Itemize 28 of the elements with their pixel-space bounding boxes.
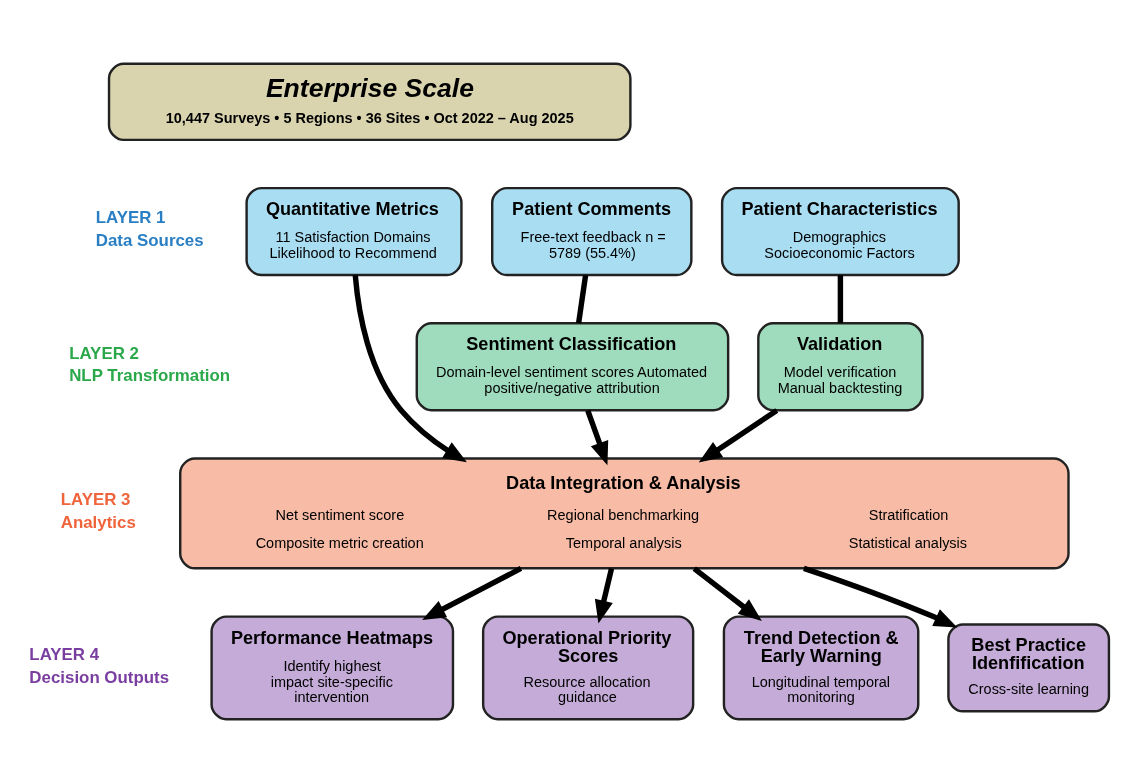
node-box: Patient Comments Free-text feedback n = 5789 (55.4%)	[491, 186, 693, 276]
node-box: Enterprise Scale 10,447 Surveys • 5 Regions • 36 Sites • Oct 2022 – Aug 2025	[107, 62, 632, 141]
label: Data Sources	[95, 230, 204, 250]
arrow	[698, 407, 779, 463]
node-box: Performance Heatmaps Identify highest impact site-specific intervention	[210, 614, 455, 720]
arrow	[803, 565, 958, 627]
node-box: Best Practice Idenfification Cross-site learning	[947, 622, 1111, 713]
node-box: Patient Characteristics Demographics Socioeconomic Factors	[720, 186, 960, 276]
label: LAYER 1	[95, 207, 166, 227]
node-box: Trend Detection & Early Warning Longitudinal temporal monitoring	[722, 614, 920, 720]
label: LAYER 3	[60, 489, 131, 509]
node-box: Quantitative Metrics 11 Satisfaction Domains Likelihood to Recommend	[245, 186, 463, 276]
label: NLP Transformation	[69, 365, 231, 385]
arrow	[585, 409, 609, 465]
arrow	[422, 565, 523, 620]
node-box: Operational Priority Scores Resource allocation guidance	[481, 614, 695, 720]
node-box: Data Integration & Analysis Net sentiment score Regional benchmarking Stratification Composite metric creation Temporal analysis Statistical analysis	[179, 456, 1070, 569]
node-box: Sentiment Classification Domain-level sentiment scores Automated positive/negative attribution	[415, 321, 730, 411]
label: LAYER 4	[29, 644, 100, 664]
connector	[837, 274, 844, 323]
arrow	[352, 274, 467, 462]
arrow	[594, 567, 615, 624]
label: LAYER 2	[69, 343, 139, 363]
node-box: Validation Model verification Manual backtesting	[757, 321, 924, 411]
label: Decision Outputs	[29, 667, 170, 687]
arrow	[692, 566, 762, 621]
label: Analytics	[60, 512, 136, 532]
connector	[575, 274, 589, 324]
